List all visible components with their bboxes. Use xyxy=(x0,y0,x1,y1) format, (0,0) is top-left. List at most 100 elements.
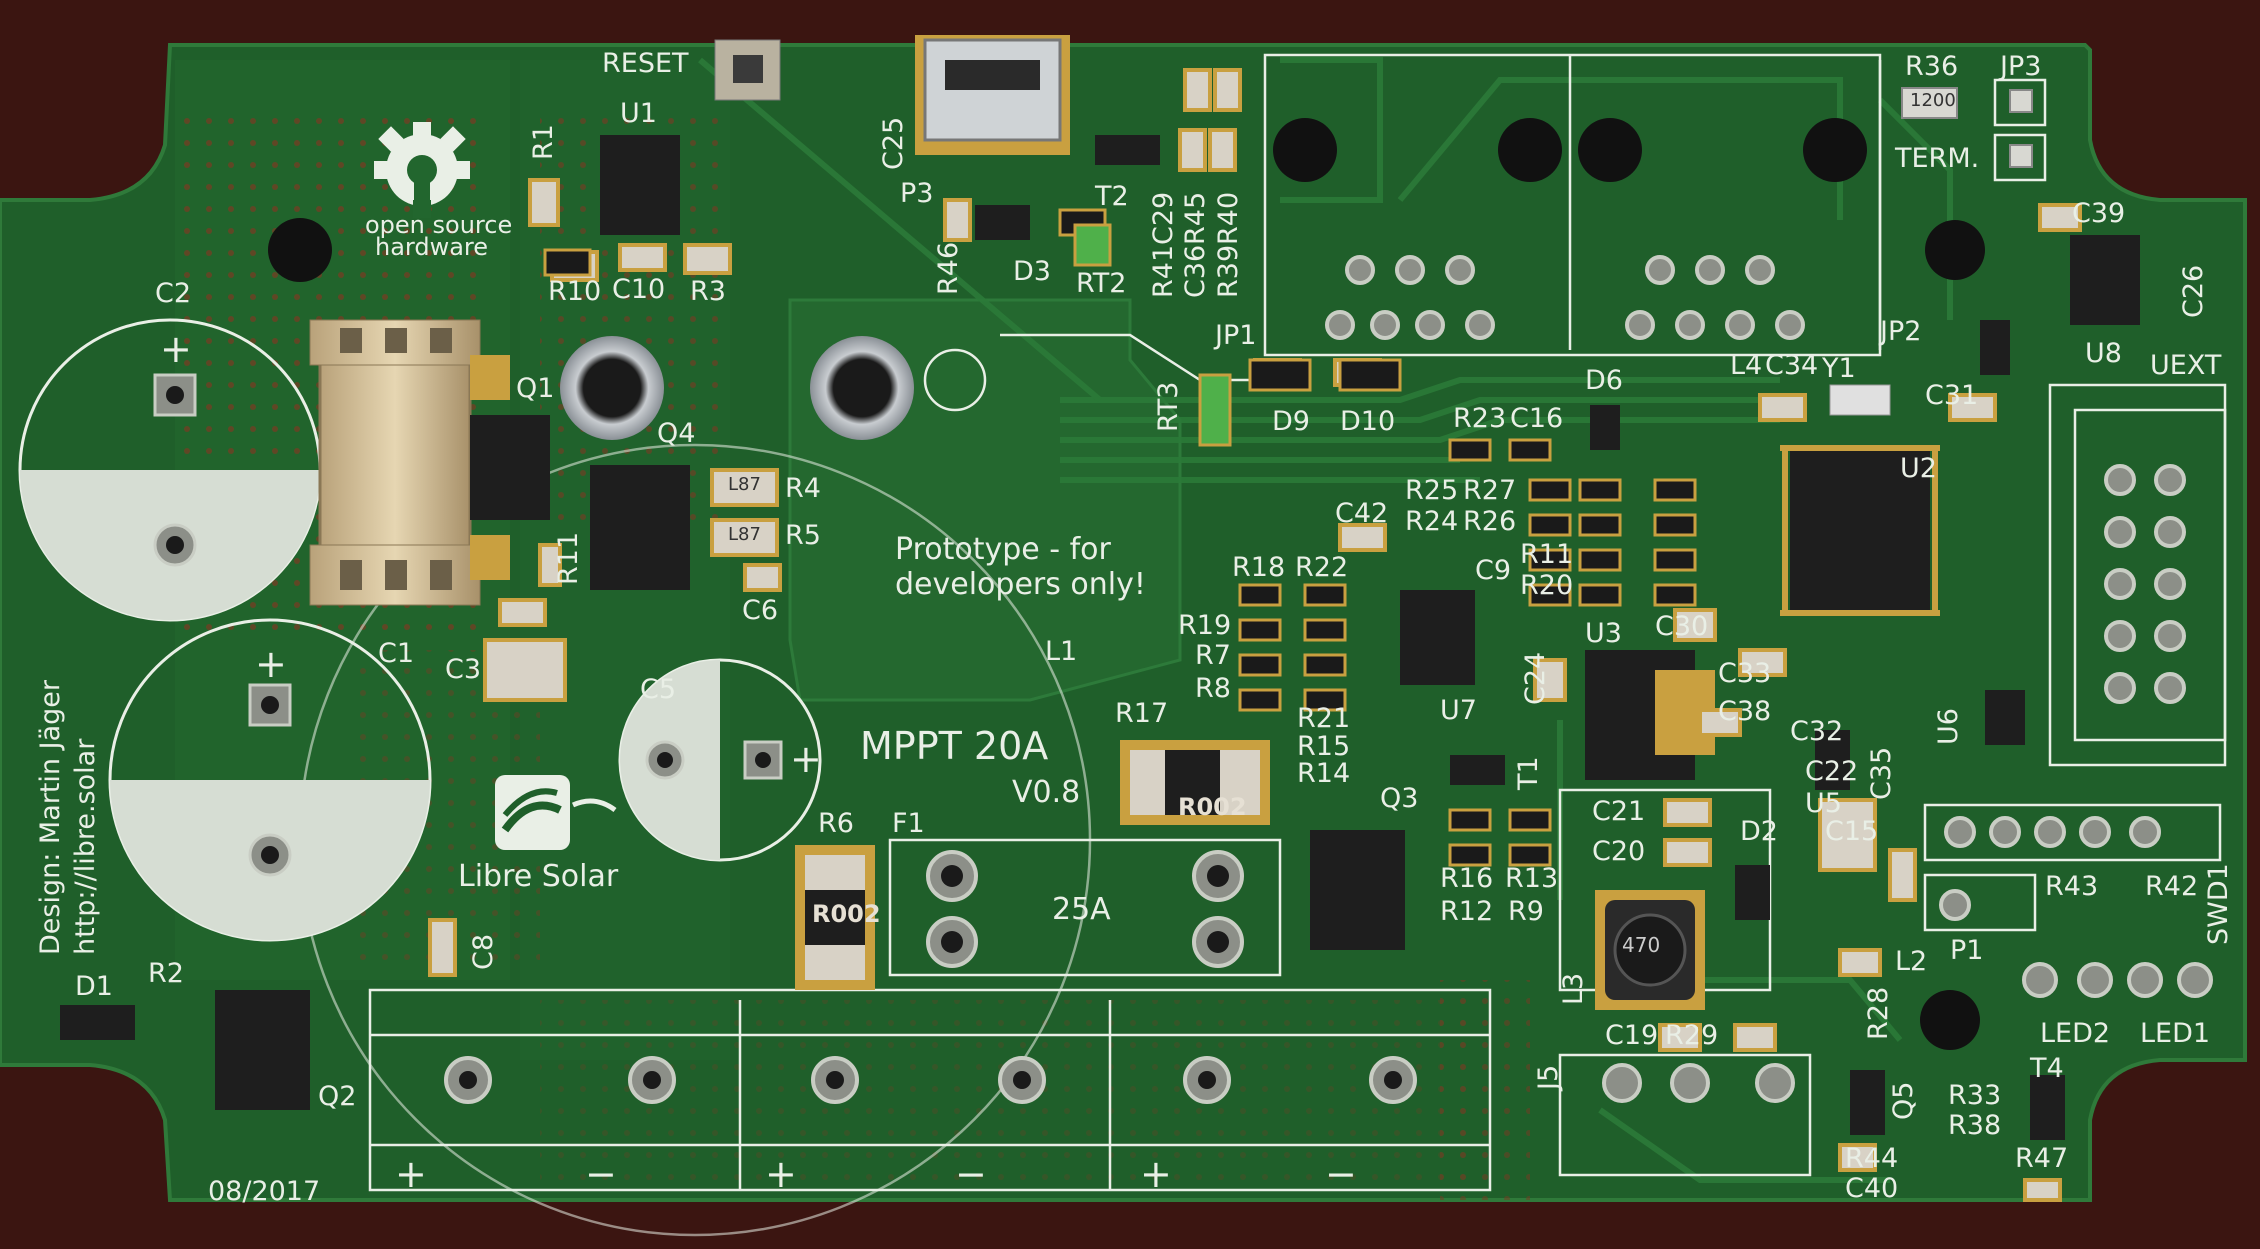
designator-r4: R4 xyxy=(785,473,821,504)
designator-c6: C6 xyxy=(742,595,779,626)
designator-u1: U1 xyxy=(620,98,657,129)
designator-y1: Y1 xyxy=(1822,353,1856,384)
designator-r5: R5 xyxy=(785,520,821,551)
designator-u2: U2 xyxy=(1900,453,1937,484)
designator-r22: R22 xyxy=(1295,552,1349,583)
designator-p3: P3 xyxy=(900,178,934,209)
libre-solar-logo-icon xyxy=(495,775,617,850)
designator-r24: R24 xyxy=(1405,506,1459,537)
board-title: MPPT 20A xyxy=(860,724,1049,768)
designator-r43: R43 xyxy=(2045,871,2099,902)
designator-r28: R28 xyxy=(1863,986,1894,1040)
designator-c9: C9 xyxy=(1475,555,1512,586)
designator-c20: C20 xyxy=(1592,836,1646,867)
designator-l3: L3 xyxy=(1558,972,1589,1005)
designator-c1: C1 xyxy=(378,638,415,669)
designer-credit: Design: Martin Jäger xyxy=(35,680,66,955)
designator-r13: R13 xyxy=(1505,863,1559,894)
c1-plus: + xyxy=(255,642,287,686)
designator-jp2: JP2 xyxy=(1880,316,1922,347)
designator-r11: R11 xyxy=(553,531,584,585)
r36-marking: 1200 xyxy=(1910,90,1956,111)
polarity-minus-2: − xyxy=(955,1152,987,1196)
oshw-line-2: hardware xyxy=(375,233,489,261)
designator-led2: LED2 xyxy=(2040,1018,2111,1049)
r4-marking: L87 xyxy=(728,474,761,495)
uext-label: UEXT xyxy=(2150,350,2222,381)
designator-c38: C38 xyxy=(1718,696,1772,727)
oshw-logo-icon xyxy=(374,122,470,218)
designator-r7: R7 xyxy=(1195,640,1231,671)
polarity-minus-1: − xyxy=(585,1152,617,1196)
designator-c35: C35 xyxy=(1866,746,1897,800)
designator-l4: L4 xyxy=(1730,350,1763,381)
fuse-rating: 25A xyxy=(1052,892,1111,927)
designator-r27: R27 xyxy=(1463,475,1517,506)
r17-marking: R002 xyxy=(1178,793,1247,821)
designator-d9: D9 xyxy=(1272,406,1310,437)
designator-r10: R10 xyxy=(548,276,602,307)
designator-c2: C2 xyxy=(155,278,192,309)
designator-r41: R41 xyxy=(1148,244,1179,298)
designator-r21: R21 xyxy=(1297,703,1351,734)
designator-r38: R38 xyxy=(1948,1110,2002,1141)
designator-d3: D3 xyxy=(1013,256,1051,287)
designator-c42: C42 xyxy=(1335,498,1389,529)
designator-c21: C21 xyxy=(1592,796,1646,827)
designator-c32: C32 xyxy=(1790,716,1844,747)
designator-r40: R40 xyxy=(1213,191,1244,245)
oshw-line-1: open source xyxy=(365,211,513,239)
designator-r47: R47 xyxy=(2015,1143,2069,1174)
brand-name: Libre Solar xyxy=(458,859,619,894)
inductor-marking: 470 xyxy=(1622,933,1661,957)
designator-c25: C25 xyxy=(878,116,909,170)
designator-q5: Q5 xyxy=(1888,1081,1919,1120)
designator-r42: R42 xyxy=(2145,871,2199,902)
designator-c29: C29 xyxy=(1148,191,1179,245)
designator-d1: D1 xyxy=(75,971,113,1002)
designator-c24: C24 xyxy=(1520,651,1551,705)
designator-r23: R23 xyxy=(1453,403,1507,434)
designator-q2: Q2 xyxy=(318,1081,357,1112)
designator-c31: C31 xyxy=(1925,380,1979,411)
designator-r25: R25 xyxy=(1405,475,1459,506)
designator-r15: R15 xyxy=(1297,731,1351,762)
designator-q4: Q4 xyxy=(657,418,696,449)
designator-r18: R18 xyxy=(1232,552,1286,583)
warning-line-1: Prototype - for xyxy=(895,532,1111,567)
designator-u6: U6 xyxy=(1933,708,1964,745)
designator-r9: R9 xyxy=(1508,896,1544,927)
term-label: TERM. xyxy=(1895,143,1980,174)
designator-c16: C16 xyxy=(1510,403,1564,434)
designator-r1: R1 xyxy=(528,124,559,160)
designator-r45: R45 xyxy=(1180,191,1211,245)
designator-c19: C19 xyxy=(1605,1020,1659,1051)
heatsink-q1 xyxy=(309,319,481,606)
designator-t1: T1 xyxy=(1513,756,1544,790)
designator-u8: U8 xyxy=(2085,338,2122,369)
designator-led1: LED1 xyxy=(2140,1018,2211,1049)
designator-q3: Q3 xyxy=(1380,783,1419,814)
designator-r8: R8 xyxy=(1195,673,1231,704)
polarity-minus-3: − xyxy=(1325,1152,1357,1196)
designator-c40: C40 xyxy=(1845,1173,1899,1204)
designator-r20: R20 xyxy=(1520,570,1574,601)
designator-f1: F1 xyxy=(892,808,925,839)
designator-r12: R12 xyxy=(1440,896,1494,927)
board-date: 08/2017 xyxy=(208,1176,321,1207)
designator-r16: R16 xyxy=(1440,863,1494,894)
designator-r17: R17 xyxy=(1115,698,1169,729)
designator-r3: R3 xyxy=(690,276,726,307)
designator-c36: C36 xyxy=(1180,244,1211,298)
swd-label: SWD1 xyxy=(2203,863,2234,945)
board-version: V0.8 xyxy=(1012,775,1081,810)
designator-c30: C30 xyxy=(1655,611,1709,642)
c2-plus: + xyxy=(160,327,192,371)
designator-d2: D2 xyxy=(1740,816,1778,847)
designator-r44: R44 xyxy=(1845,1143,1899,1174)
designator-c10: C10 xyxy=(612,274,666,305)
designator-t4: T4 xyxy=(2030,1053,2064,1084)
designator-r46: R46 xyxy=(933,241,964,295)
designator-l1: L1 xyxy=(1045,636,1078,667)
designator-c3: C3 xyxy=(445,654,482,685)
